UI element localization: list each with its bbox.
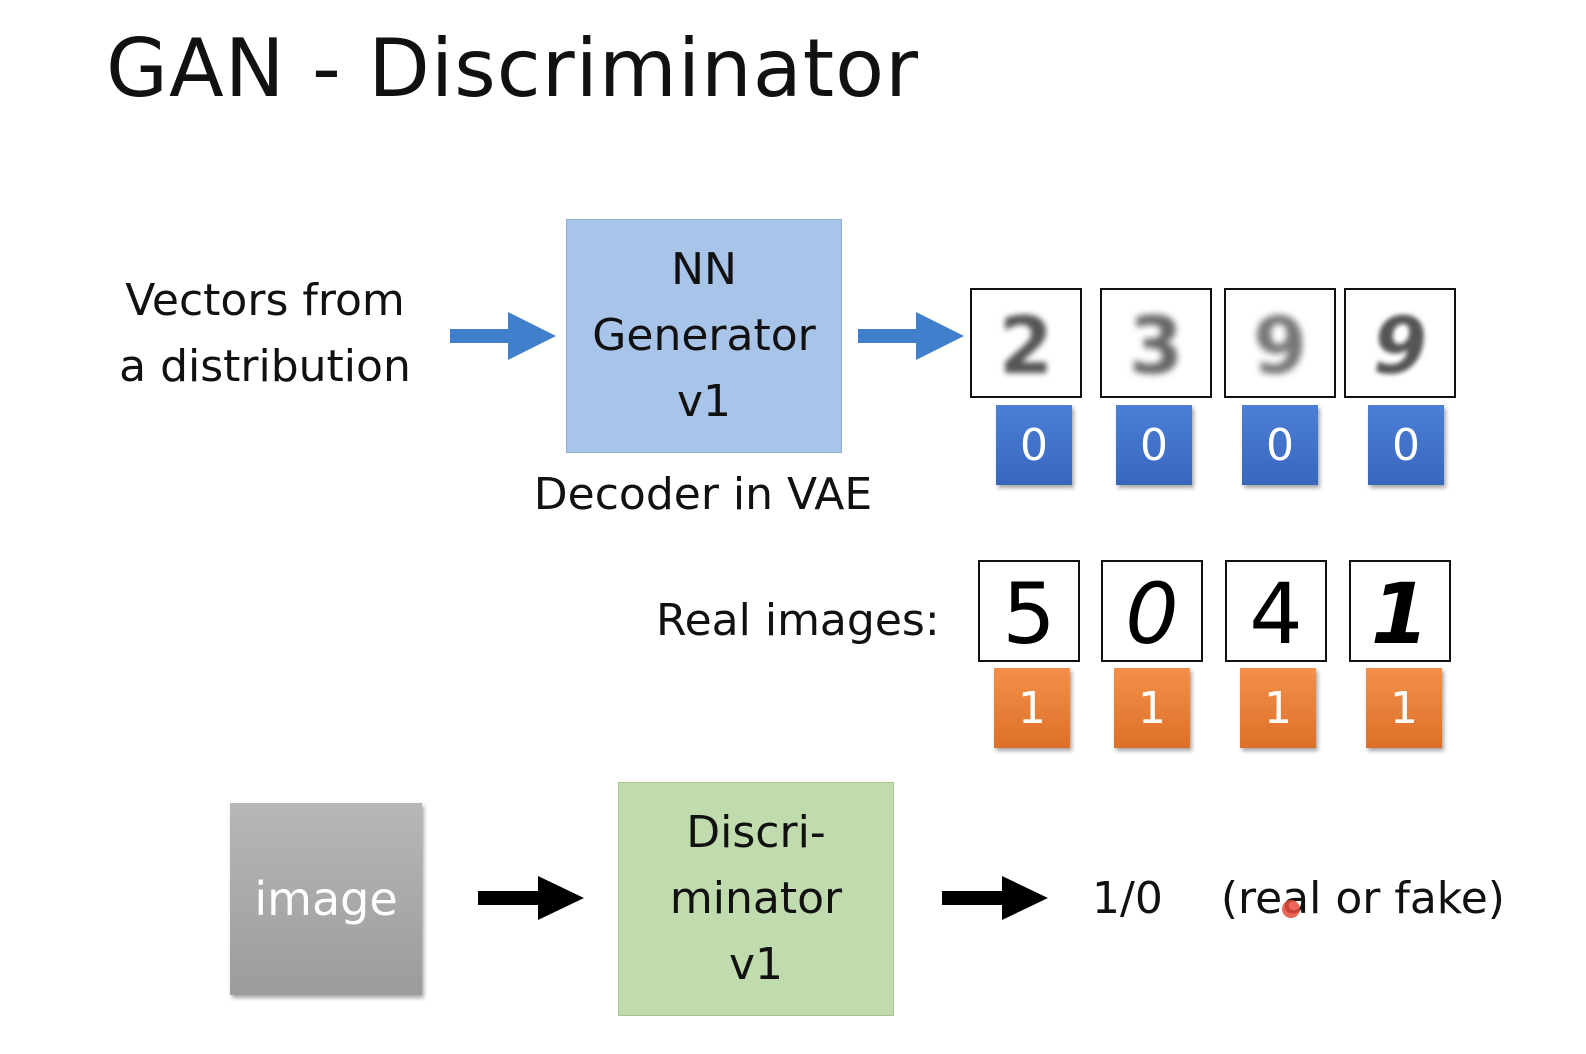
right-arrow-icon	[942, 876, 1048, 920]
real-image-tile: 0	[1101, 560, 1203, 662]
discriminator-line-3: v1	[728, 939, 784, 990]
svg-text:9: 9	[1253, 302, 1307, 391]
generator-box: NN Generator v1	[566, 219, 842, 453]
fake-label-badge: 0	[1368, 405, 1444, 485]
real-label-badge: 1	[1366, 668, 1442, 748]
output-value: 1/0	[1092, 873, 1163, 924]
svg-text:0: 0	[1125, 565, 1178, 659]
input-vectors-label: Vectors from a distribution	[100, 268, 430, 400]
fake-label-badge: 0	[996, 405, 1072, 485]
discriminator-box: Discri- minator v1	[618, 782, 894, 1016]
generated-digit-9: 9	[1253, 302, 1307, 391]
real-images-label: Real images:	[656, 595, 940, 646]
real-digit-0: 0	[1125, 565, 1178, 659]
generated-image-tile: 9	[1344, 288, 1456, 398]
generated-image-tile: 9	[1224, 288, 1336, 398]
fake-label-badge: 0	[1242, 405, 1318, 485]
right-arrow-icon	[450, 312, 556, 360]
input-vectors-line-1: Vectors from	[125, 275, 405, 326]
real-label-badge: 1	[994, 668, 1070, 748]
real-image-tile: 4	[1225, 560, 1327, 662]
svg-text:1: 1	[1371, 565, 1429, 659]
real-digit-4: 4	[1249, 565, 1302, 659]
generated-image-tile: 3	[1100, 288, 1212, 398]
output-note: (real or fake)	[1220, 873, 1505, 924]
real-digit-1: 1	[1371, 565, 1429, 659]
discriminator-line-2: minator	[669, 873, 843, 924]
svg-text:4: 4	[1249, 565, 1302, 659]
slide-title: GAN - Discriminator	[106, 22, 919, 115]
generator-line-2: Generator	[592, 310, 816, 361]
svg-text:9: 9	[1373, 302, 1427, 391]
right-arrow-icon	[478, 876, 584, 920]
generator-line-1: NN	[671, 244, 737, 295]
discriminator-line-1: Discri-	[686, 807, 826, 858]
right-arrow-icon	[858, 312, 964, 360]
generator-line-3: v1	[676, 376, 732, 427]
generated-digit-3: 3	[1129, 302, 1183, 391]
image-input-box: image	[230, 803, 422, 995]
pointer-dot	[1282, 900, 1300, 918]
svg-text:5: 5	[1002, 565, 1055, 659]
real-image-tile: 1	[1349, 560, 1451, 662]
input-vectors-line-2: a distribution	[119, 341, 411, 392]
real-digit-5: 5	[1002, 565, 1055, 659]
generated-digit-2: 2	[999, 302, 1053, 391]
discriminator-output: 1/0 (real or fake)	[1092, 866, 1505, 932]
real-image-tile: 5	[978, 560, 1080, 662]
real-label-badge: 1	[1240, 668, 1316, 748]
real-label-badge: 1	[1114, 668, 1190, 748]
generator-caption: Decoder in VAE	[533, 469, 873, 520]
generated-image-tile: 2	[970, 288, 1082, 398]
svg-text:2: 2	[999, 302, 1053, 391]
svg-text:3: 3	[1129, 302, 1183, 391]
generated-digit-9: 9	[1373, 302, 1427, 391]
fake-label-badge: 0	[1116, 405, 1192, 485]
